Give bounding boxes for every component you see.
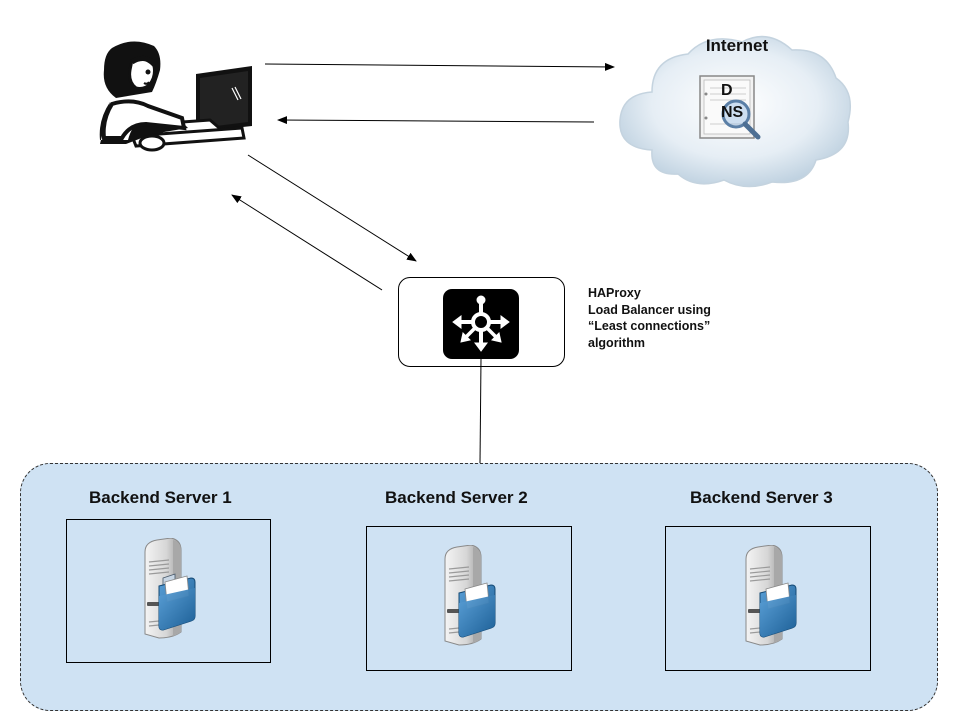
backend-server-2-title: Backend Server 2 [385,488,528,507]
load-balancer-icon [443,289,519,359]
server-with-folder-icon [745,545,797,646]
dns-label-ns: NS [721,104,744,121]
server-with-folder-icon [444,545,496,646]
server-with-folder-icon [144,538,196,639]
lb-caption-line-3: “Least connections” [588,319,711,333]
dns-label-d: D [721,82,733,99]
arrow-user-to-load-balancer [247,154,417,262]
link-load-balancer-to-backend-pool [479,358,482,464]
backend-server-1-title: Backend Server 1 [89,488,232,507]
arrow-internet-to-user [277,116,595,125]
load-balancer-caption: HAProxy Load Balancer using “Least conne… [588,285,711,351]
dns-lookup-icon [699,75,761,140]
arrow-user-to-internet [264,62,615,71]
user-at-computer-icon [99,41,252,152]
arrow-load-balancer-to-user [231,194,383,291]
lb-caption-line-1: HAProxy [588,286,641,300]
backend-server-3-box [665,526,871,671]
internet-title: Internet [705,36,769,55]
backend-server-3-title: Backend Server 3 [690,488,833,507]
backend-server-2-box [366,526,572,671]
lb-caption-line-4: algorithm [588,335,645,350]
backend-server-1-box [66,519,271,663]
lb-caption-line-2: Load Balancer using [588,302,711,317]
